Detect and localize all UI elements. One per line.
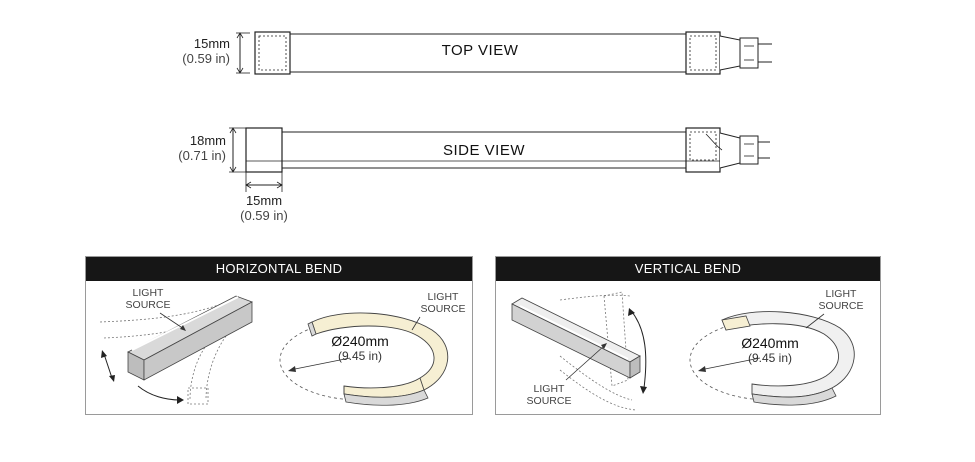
vertical-arc-light-line1: LIGHT	[825, 288, 857, 300]
horizontal-arc-light-source-label: LIGHT SOURCE	[412, 291, 474, 315]
top-view-width-in: (0.59 in)	[182, 51, 230, 66]
side-view-width-mm: 15mm	[245, 193, 283, 208]
vertical-diameter-in: (9.45 in)	[747, 351, 793, 365]
side-view-height-in: (0.71 in)	[178, 148, 226, 163]
horizontal-arc-light-line1: LIGHT	[427, 291, 459, 303]
vertical-light-source-line1: LIGHT	[533, 383, 565, 395]
top-view-title: TOP VIEW	[441, 42, 519, 59]
vertical-bend-title: VERTICAL BEND	[496, 257, 880, 281]
vertical-bend-light-source-label: LIGHT SOURCE	[518, 383, 580, 407]
vertical-bend-diameter: Ø240mm (9.45 in)	[732, 336, 808, 366]
vertical-diameter-mm: Ø240mm	[741, 335, 799, 351]
horizontal-bend-diameter: Ø240mm (9.45 in)	[322, 334, 398, 364]
side-view-height-dimension: 18mm (0.71 in)	[150, 133, 226, 163]
horizontal-light-source-line1: LIGHT	[132, 287, 164, 299]
horizontal-light-source-line2: SOURCE	[125, 299, 171, 311]
vertical-arc-light-line2: SOURCE	[818, 300, 864, 312]
side-view-width-in: (0.59 in)	[240, 208, 288, 223]
vertical-light-source-line2: SOURCE	[526, 395, 572, 407]
side-view-height-mm: 18mm	[189, 133, 226, 148]
horizontal-bend-title: HORIZONTAL BEND	[86, 257, 472, 281]
side-view-title: SIDE VIEW	[442, 142, 525, 159]
horizontal-bend-light-source-label: LIGHT SOURCE	[118, 287, 178, 311]
horizontal-arc-light-line2: SOURCE	[420, 303, 466, 315]
horizontal-diameter-mm: Ø240mm	[331, 333, 389, 349]
top-view-width-mm: 15mm	[193, 36, 230, 51]
side-view-width-dimension: 15mm (0.59 in)	[226, 193, 302, 223]
vertical-arc-light-source-label: LIGHT SOURCE	[810, 288, 872, 312]
horizontal-diameter-in: (9.45 in)	[337, 349, 383, 363]
top-view-width-dimension: 15mm (0.59 in)	[150, 36, 230, 66]
